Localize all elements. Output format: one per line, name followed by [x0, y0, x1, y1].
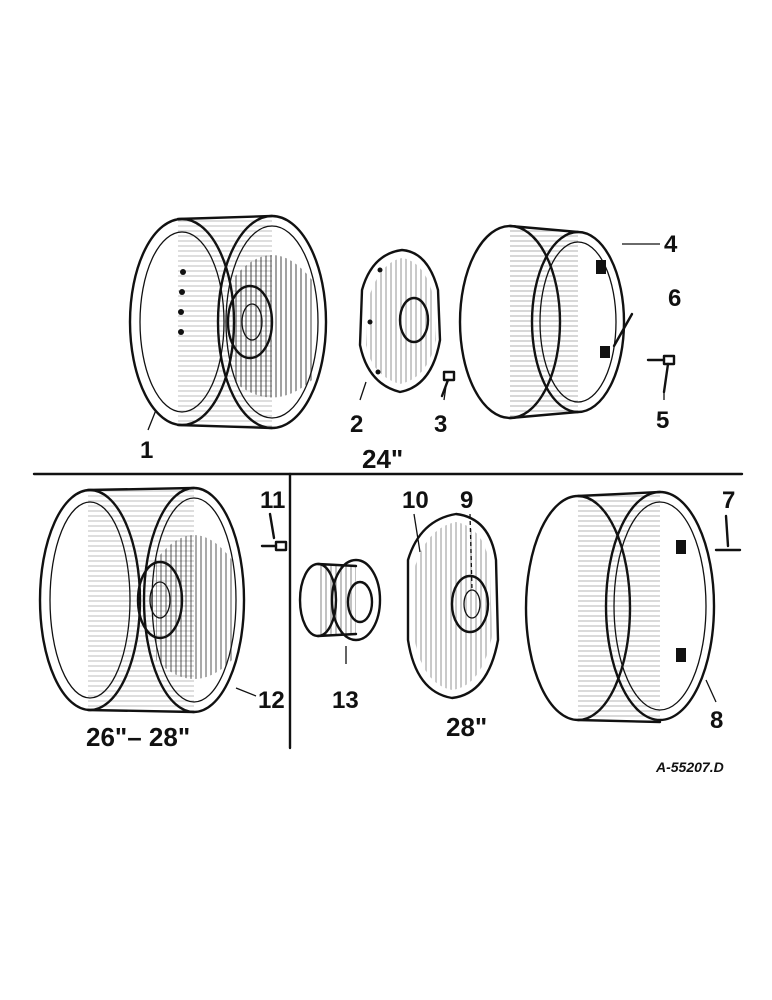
callout-8: 8 — [710, 707, 723, 734]
callout-6: 6 — [668, 285, 681, 312]
bolt-part-3 — [440, 370, 456, 398]
reference-code: A-55207.D — [655, 759, 724, 775]
rim-part-8 — [524, 490, 716, 724]
callout-3: 3 — [434, 411, 447, 438]
callout-13: 13 — [332, 687, 359, 714]
callout-9: 9 — [460, 487, 473, 514]
clip-part-6 — [612, 312, 634, 348]
bolt-part-7 — [714, 514, 742, 552]
stud-part-9 — [469, 513, 473, 591]
size-label-24: 24" — [362, 444, 403, 474]
callout-12: 12 — [258, 687, 285, 714]
rim-part-4 — [458, 224, 626, 420]
wheel-rim-24-part-1 — [128, 214, 328, 430]
bolt-part-11 — [260, 512, 288, 552]
callout-10: 10 — [402, 487, 429, 514]
callout-5: 5 — [656, 407, 669, 434]
size-label-28: 28" — [446, 712, 487, 742]
callout-2: 2 — [350, 411, 363, 438]
callout-7: 7 — [722, 487, 735, 514]
disc-part-10 — [406, 512, 500, 700]
wheel-rim-26-28-part-12 — [38, 486, 246, 714]
center-disc-part-2 — [358, 248, 442, 394]
size-label-26-28: 26"– 28" — [86, 722, 190, 752]
callout-4: 4 — [664, 231, 678, 258]
hub-part-13 — [298, 558, 382, 642]
callout-1: 1 — [140, 437, 153, 464]
callout-11: 11 — [260, 487, 285, 514]
bolt-part-5 — [646, 354, 676, 394]
leader-lines — [147, 243, 717, 703]
